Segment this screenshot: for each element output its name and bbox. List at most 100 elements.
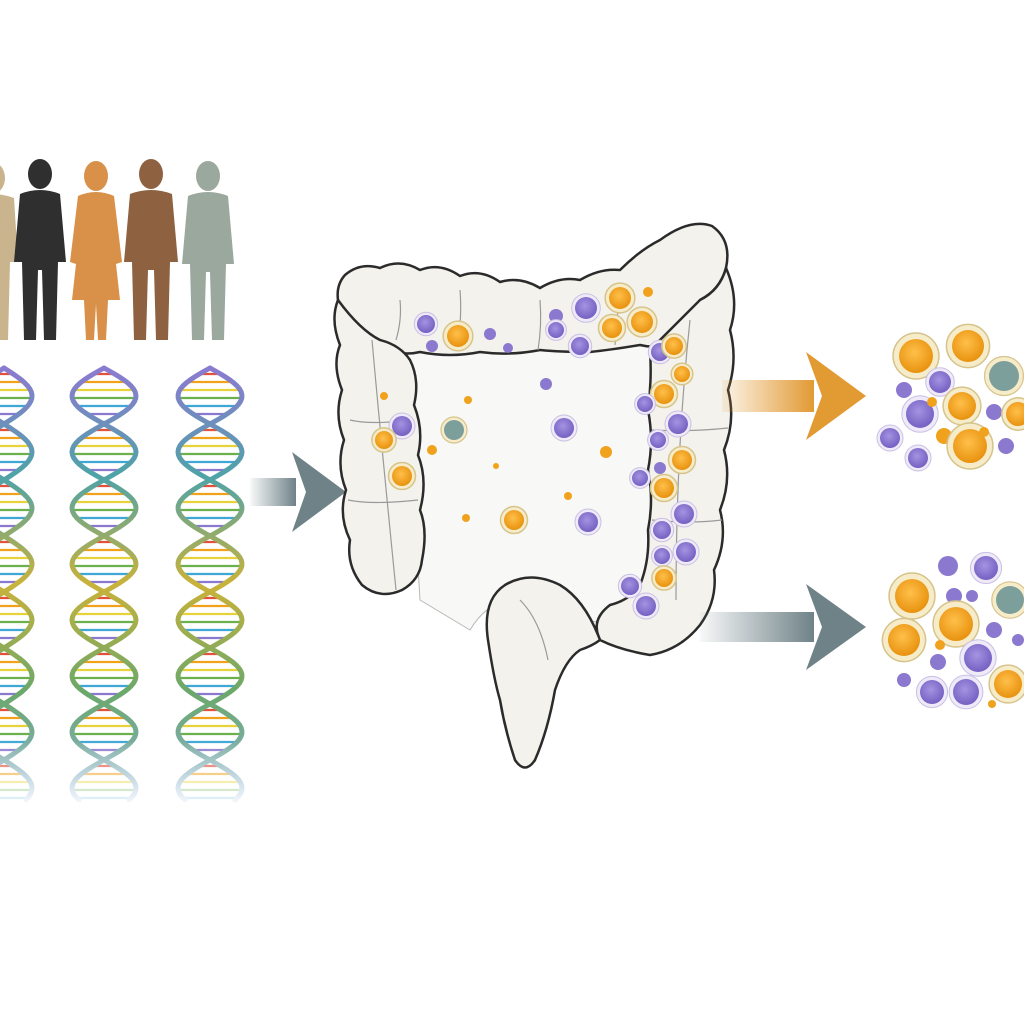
human-population-group bbox=[0, 159, 234, 340]
small-orange-particle bbox=[935, 640, 945, 650]
small-orange-particle bbox=[564, 492, 572, 500]
purple-microbe-cell bbox=[880, 428, 900, 448]
orange-microbe-cell bbox=[895, 579, 929, 613]
teal-microbe-cell bbox=[989, 361, 1019, 391]
purple-microbe-cell bbox=[676, 542, 696, 562]
small-purple-particle bbox=[966, 590, 978, 602]
orange-microbe-cell bbox=[1006, 402, 1024, 426]
small-purple-particle bbox=[654, 462, 666, 474]
small-purple-particle bbox=[998, 438, 1014, 454]
small-purple-particle bbox=[938, 556, 958, 576]
orange-microbe-cell bbox=[939, 607, 973, 641]
purple-microbe-cell bbox=[674, 504, 694, 524]
dna-helix-group bbox=[0, 365, 245, 803]
dna-strand bbox=[0, 365, 35, 803]
dna-helix-2 bbox=[69, 365, 139, 803]
dna-strand bbox=[69, 365, 139, 803]
small-purple-particle bbox=[503, 343, 513, 353]
dna-strand bbox=[0, 365, 35, 766]
purple-microbe-cell bbox=[908, 448, 928, 468]
colon-microbes-group bbox=[371, 282, 700, 620]
input-arrow bbox=[250, 452, 346, 532]
purple-microbe-cell bbox=[953, 679, 979, 705]
purple-microbe-cell bbox=[632, 470, 648, 486]
small-purple-particle bbox=[930, 654, 946, 670]
small-orange-particle bbox=[643, 287, 653, 297]
purple-microbe-cell bbox=[637, 396, 653, 412]
upper-microbe-cluster bbox=[876, 323, 1024, 472]
small-purple-particle bbox=[946, 588, 962, 604]
purple-microbe-cell bbox=[964, 644, 992, 672]
person-figure-2 bbox=[14, 159, 66, 340]
purple-microbe-cell bbox=[920, 680, 944, 704]
purple-microbe-cell bbox=[621, 577, 639, 595]
purple-microbe-cell bbox=[636, 596, 656, 616]
upper-output-arrow bbox=[722, 352, 866, 440]
small-purple-particle bbox=[986, 622, 1002, 638]
small-purple-particle bbox=[897, 673, 911, 687]
small-purple-particle bbox=[484, 328, 496, 340]
orange-microbe-cell bbox=[665, 337, 683, 355]
purple-microbe-cell bbox=[578, 512, 598, 532]
person-figure-5 bbox=[182, 161, 234, 340]
orange-microbe-cell bbox=[899, 339, 933, 373]
small-orange-particle bbox=[380, 392, 388, 400]
orange-microbe-cell bbox=[609, 287, 631, 309]
small-purple-particle bbox=[986, 404, 1002, 420]
small-purple-particle bbox=[426, 340, 438, 352]
lower-output-arrow bbox=[700, 584, 866, 670]
orange-microbe-cell bbox=[952, 330, 984, 362]
orange-microbe-cell bbox=[375, 431, 393, 449]
small-orange-particle bbox=[493, 463, 499, 469]
dna-helix-3 bbox=[175, 365, 245, 803]
dna-strand bbox=[69, 365, 139, 803]
orange-microbe-cell bbox=[888, 624, 920, 656]
purple-microbe-cell bbox=[575, 297, 597, 319]
small-purple-particle bbox=[549, 309, 563, 323]
orange-microbe-cell bbox=[948, 392, 976, 420]
dna-fade-overlay bbox=[0, 740, 270, 810]
orange-microbe-cell bbox=[602, 318, 622, 338]
small-purple-particle bbox=[540, 378, 552, 390]
purple-microbe-cell bbox=[392, 416, 412, 436]
purple-microbe-cell bbox=[654, 548, 670, 564]
small-orange-particle bbox=[927, 397, 937, 407]
purple-microbe-cell bbox=[653, 521, 671, 539]
purple-microbe-cell bbox=[417, 315, 435, 333]
purple-microbe-cell bbox=[650, 432, 666, 448]
dna-strand bbox=[175, 365, 245, 803]
orange-microbe-cell bbox=[392, 466, 412, 486]
purple-microbe-cell bbox=[668, 414, 688, 434]
orange-microbe-cell bbox=[504, 510, 524, 530]
purple-microbe-cell bbox=[554, 418, 574, 438]
purple-microbe-cell bbox=[906, 400, 934, 428]
orange-microbe-cell bbox=[654, 384, 674, 404]
orange-microbe-cell bbox=[994, 670, 1022, 698]
small-orange-particle bbox=[600, 446, 612, 458]
dna-helix-1 bbox=[0, 365, 35, 803]
orange-microbe-cell bbox=[953, 429, 987, 463]
orange-microbe-cell bbox=[655, 569, 673, 587]
small-purple-particle bbox=[1012, 634, 1024, 646]
person-figure-3 bbox=[70, 161, 122, 340]
teal-microbe-cell bbox=[996, 586, 1024, 614]
purple-microbe-cell bbox=[929, 371, 951, 393]
small-orange-particle bbox=[979, 427, 989, 437]
teal-microbe-cell bbox=[444, 420, 464, 440]
purple-microbe-cell bbox=[548, 322, 564, 338]
small-orange-particle bbox=[462, 514, 470, 522]
purple-microbe-cell bbox=[974, 556, 998, 580]
sigmoid-rectum bbox=[485, 576, 602, 769]
purple-microbe-cell bbox=[571, 337, 589, 355]
small-orange-particle bbox=[464, 396, 472, 404]
orange-microbe-cell bbox=[672, 450, 692, 470]
person-figure-4 bbox=[124, 159, 178, 340]
small-purple-particle bbox=[896, 382, 912, 398]
person-figure-1 bbox=[0, 165, 18, 340]
orange-microbe-cell bbox=[631, 311, 653, 333]
orange-microbe-cell bbox=[654, 478, 674, 498]
small-orange-particle bbox=[427, 445, 437, 455]
lower-microbe-cluster bbox=[881, 551, 1024, 710]
